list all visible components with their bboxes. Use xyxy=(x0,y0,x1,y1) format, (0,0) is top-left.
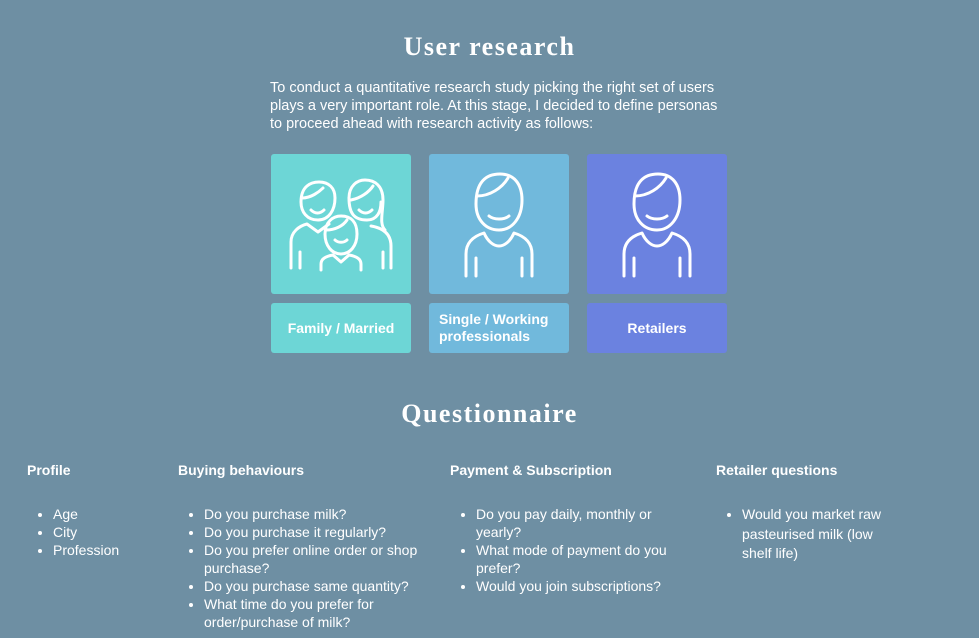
list-item: Age xyxy=(53,505,157,523)
buying-behaviours-column: Buying behaviours Do you purchase milk? … xyxy=(178,462,440,631)
questionnaire-title: Questionnaire xyxy=(401,399,578,428)
retailer-questions-column: Retailer questions Would you market raw … xyxy=(716,462,886,564)
list-item: Would you join subscriptions? xyxy=(476,577,690,595)
persona-label-single: Single / Working professionals xyxy=(429,303,569,353)
person-icon xyxy=(622,170,692,278)
column-heading: Payment & Subscription xyxy=(450,462,612,478)
question-list: Age City Profession xyxy=(27,505,157,559)
list-item: Profession xyxy=(53,541,157,559)
profile-column: Profile Age City Profession xyxy=(27,462,157,559)
persona-label-family: Family / Married xyxy=(271,303,411,353)
list-item: Do you purchase same quantity? xyxy=(204,577,440,595)
question-list: Do you purchase milk? Do you purchase it… xyxy=(178,505,440,631)
intro-text: To conduct a quantitative research study… xyxy=(270,80,718,132)
list-item: Would you market raw pasteurised milk (l… xyxy=(742,505,886,564)
persona-card-family xyxy=(271,154,411,294)
payment-subscription-column: Payment & Subscription Do you pay daily,… xyxy=(450,462,690,595)
list-item: Do you pay daily, monthly or yearly? xyxy=(476,505,690,541)
column-heading: Profile xyxy=(27,462,71,478)
question-list: Would you market raw pasteurised milk (l… xyxy=(716,505,886,564)
column-heading: Buying behaviours xyxy=(178,462,305,478)
persona-label-retailers: Retailers xyxy=(587,303,727,353)
question-list: Do you pay daily, monthly or yearly? Wha… xyxy=(450,505,690,595)
persona-card-retailers xyxy=(587,154,727,294)
list-item: Do you purchase it regularly? xyxy=(204,523,440,541)
list-item: Do you prefer online order or shop purch… xyxy=(204,541,440,577)
person-icon xyxy=(464,170,534,278)
user-research-title: User research xyxy=(403,32,576,61)
family-icon xyxy=(289,176,393,272)
column-heading: Retailer questions xyxy=(716,462,838,478)
list-item: Do you purchase milk? xyxy=(204,505,440,523)
list-item: What time do you prefer for order/purcha… xyxy=(204,595,440,631)
list-item: City xyxy=(53,523,157,541)
list-item: What mode of payment do you prefer? xyxy=(476,541,690,577)
persona-card-single xyxy=(429,154,569,294)
